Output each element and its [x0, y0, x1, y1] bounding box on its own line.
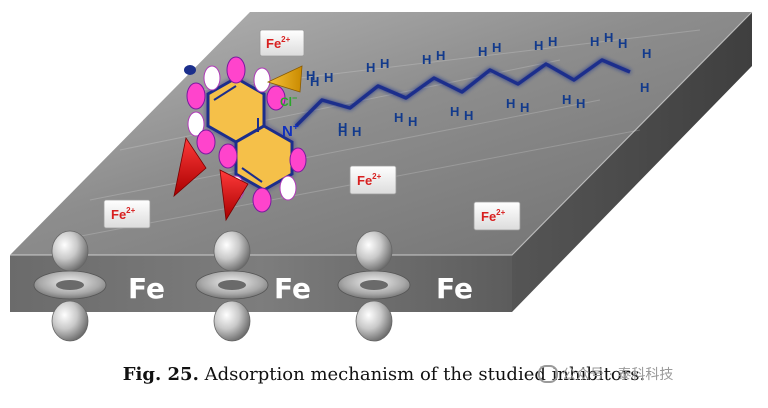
hydrogen-atom-24: H: [640, 80, 649, 95]
hydrogen-atom-25: H: [306, 68, 315, 83]
hydrogen-atom-15: H: [520, 100, 529, 115]
hydrogen-atom-22: H: [618, 36, 627, 51]
fe2-ion-box-top: Fe2+: [259, 29, 305, 57]
hydrogen-atom-26: H: [338, 124, 347, 139]
hydrogen-atom-2: H: [338, 120, 347, 135]
hydrogen-atom-10: H: [450, 104, 459, 119]
hydrogen-atom-7: H: [408, 114, 417, 129]
donation-arrow-gold: [266, 65, 303, 93]
figure-number: Fig. 25.: [122, 364, 199, 385]
hydrogen-atom-6: H: [394, 110, 403, 125]
watermark: 公众号 · 泰科科技: [538, 364, 673, 384]
hydrogen-atom-19: H: [576, 96, 585, 111]
donation-arrow-red-right: [219, 169, 249, 222]
hydrogen-atom-9: H: [436, 48, 445, 63]
fe-atom-label-3: Fe: [436, 272, 473, 305]
alkyl-chain-backbone: [294, 58, 631, 128]
hydrogen-atom-0: H: [310, 74, 319, 89]
fe-atom-label-1: Fe: [128, 272, 165, 305]
fe-orbital-right: [337, 230, 411, 342]
slab-side-face: [512, 12, 752, 312]
svg-text:Fe2+: Fe2+: [481, 208, 506, 224]
fe2-ion-box-center: Fe2+: [349, 165, 397, 195]
donation-arrow-red-left: [173, 136, 207, 198]
hydrogen-atom-17: H: [548, 34, 557, 49]
quinolinium-ring: [206, 76, 294, 192]
hydrogen-atom-8: H: [422, 52, 431, 67]
svg-text:Fe2+: Fe2+: [111, 206, 136, 222]
fe-atom-label-2: Fe: [274, 272, 311, 305]
hydrogen-atom-13: H: [492, 40, 501, 55]
hydrogen-atom-20: H: [590, 34, 599, 49]
hydrogen-atom-14: H: [506, 96, 515, 111]
hydrogen-atom-11: H: [464, 108, 473, 123]
chloride-anion-label: Cl−: [280, 93, 297, 109]
hydrogen-atom-5: H: [380, 56, 389, 71]
hydrogen-atom-16: H: [534, 38, 543, 53]
alkyl-chain: [294, 58, 631, 128]
slab-top-face: [10, 12, 752, 255]
hydrogen-atom-12: H: [478, 44, 487, 59]
figure-caption: Fig. 25. Adsorption mechanism of the stu…: [0, 364, 768, 385]
fe-orbital-middle: [195, 230, 269, 342]
svg-text:Fe2+: Fe2+: [357, 172, 382, 188]
caption-text: Adsorption mechanism of the studied inhi…: [204, 364, 646, 385]
fe-orbital-left: [33, 230, 107, 342]
wechat-icon: [538, 365, 558, 383]
watermark-text: 公众号 · 泰科科技: [562, 367, 674, 383]
hydrogen-atom-1: H: [324, 70, 333, 85]
hydrogen-atom-3: H: [352, 124, 361, 139]
hydrogen-atom-23: H: [642, 46, 651, 61]
svg-text:Fe2+: Fe2+: [266, 35, 291, 51]
hydrogen-atom-4: H: [366, 60, 375, 75]
hydrogen-atom-18: H: [562, 92, 571, 107]
fe2-ion-box-right: Fe2+: [473, 201, 521, 231]
nitrogen-cation-label: N+: [282, 122, 299, 140]
hydrogen-atom-21: H: [604, 30, 613, 45]
fe2-ion-box-left: Fe2+: [103, 199, 151, 229]
